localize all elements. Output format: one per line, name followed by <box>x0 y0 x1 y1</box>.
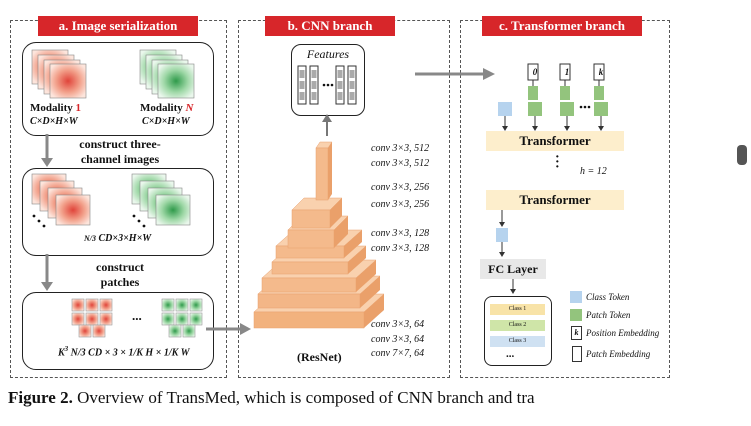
heads-label: h = 12 <box>580 166 607 177</box>
patches-ellipsis: ... <box>132 308 142 323</box>
panel-b-title: b. CNN branch <box>265 16 395 36</box>
token-label-0: 0 <box>532 67 538 77</box>
conv-label-512-a: conv 3×3, 512 <box>371 143 430 154</box>
resnet-layer-512 <box>315 141 333 201</box>
modality-n-number: N <box>185 102 194 114</box>
legend-class-token: Class Token <box>586 292 630 302</box>
scrollbar-handle[interactable] <box>737 145 747 165</box>
panel-a-title: a. Image serialization <box>38 16 198 36</box>
channel-dims-text: CD×3×H×W <box>98 233 152 244</box>
step2-line1: construct <box>96 260 144 274</box>
resnet-label: (ResNet) <box>297 350 342 364</box>
conv-label-64-a: conv 3×3, 64 <box>371 319 425 330</box>
down-arrow-icon <box>499 210 505 227</box>
caption-prefix: Figure 2. <box>8 388 73 407</box>
three-channel-green-stack <box>131 173 191 228</box>
caption-text: Overview of TransMed, which is composed … <box>77 388 535 407</box>
down-arrow-icon <box>41 254 53 291</box>
class-3: Class 3 <box>490 336 545 347</box>
right-arrow-icon <box>206 323 251 335</box>
resnet-pyramid <box>253 141 385 329</box>
conv-label-256-b: conv 3×3, 256 <box>371 199 430 210</box>
transformer-block-bottom: Transformer <box>486 190 624 210</box>
three-channel-red-stack <box>31 173 91 228</box>
modality-n-text: Modality <box>140 102 183 114</box>
class-1: Class 1 <box>490 304 545 315</box>
modality-n-dims: C×D×H×W <box>142 116 190 127</box>
patch-formula: K3 N/3 CD × 3 × 1/K H × 1/K W <box>58 345 190 359</box>
modality-1-image-stack <box>31 49 87 99</box>
transformer-block-top: Transformer <box>486 131 624 151</box>
red-patches-grid <box>71 298 113 338</box>
down-arrow-icon <box>41 134 53 167</box>
right-arrow-icon <box>415 68 495 80</box>
conv-label-128-b: conv 3×3, 128 <box>371 243 430 254</box>
legend-patch-embedding: Patch Embedding <box>586 349 651 359</box>
patch-formula-k: K <box>58 347 65 359</box>
conv-label-64-b: conv 3×3, 64 <box>371 334 425 345</box>
modality-1-text: Modality <box>30 102 73 114</box>
conv-label-256-a: conv 3×3, 256 <box>371 182 430 193</box>
step1-line1: construct three- <box>79 137 161 151</box>
resnet-layer-256a <box>291 197 343 229</box>
class-2: Class 2 <box>490 320 545 331</box>
class-token-output <box>496 228 508 242</box>
modality-1-number: 1 <box>75 102 82 114</box>
token-label-k: k <box>598 67 604 77</box>
figure-caption: Figure 2. Overview of TransMed, which is… <box>8 388 535 408</box>
modality-1-dims: C×D×H×W <box>30 116 78 127</box>
patch-formula-text: N/3 CD × 3 × 1/K H × 1/K W <box>70 347 190 359</box>
green-patches-grid <box>161 298 203 338</box>
down-arrow-icon <box>510 279 516 294</box>
modality-n-image-stack <box>139 49 195 99</box>
fc-layer-box: FC Layer <box>480 259 546 279</box>
modality-1-label: Modality 1 <box>30 102 81 114</box>
modality-n-label: Modality N <box>140 102 193 114</box>
embedding-tokens <box>498 63 608 116</box>
conv-label-7x7: conv 7×7, 64 <box>371 348 425 359</box>
down-arrow-icon <box>499 242 505 257</box>
token-arrows <box>502 116 604 131</box>
legend-position-swatch: k <box>571 326 582 340</box>
token-label-1: 1 <box>564 67 570 77</box>
up-arrow-icon <box>322 114 332 136</box>
conv-label-128-a: conv 3×3, 128 <box>371 228 430 239</box>
panel-c-title: c. Transformer branch <box>482 16 642 36</box>
step1-line2: channel images <box>80 152 160 166</box>
legend-patch-token-swatch <box>570 309 582 321</box>
channel-dims-fraction: N/3 <box>84 234 96 243</box>
legend-patch-embedding-swatch <box>572 346 582 362</box>
channel-dims-label: N/3 CD×3×H×W <box>84 233 151 244</box>
features-label: Features <box>306 47 350 61</box>
class-ellipsis: ... <box>506 348 515 360</box>
step2-line2: patches <box>100 275 140 289</box>
step-construct-patches: construct patches <box>80 260 160 290</box>
vertical-ellipsis: ··· <box>555 150 560 175</box>
legend-class-token-swatch <box>570 291 582 303</box>
legend-patch-token: Patch Token <box>586 310 631 320</box>
conv-label-512-b: conv 3×3, 512 <box>371 158 430 169</box>
step-construct-three-channel: construct three- channel images <box>60 137 180 167</box>
feature-vectors <box>297 65 357 105</box>
legend-position-embedding: Position Embedding <box>586 328 660 338</box>
